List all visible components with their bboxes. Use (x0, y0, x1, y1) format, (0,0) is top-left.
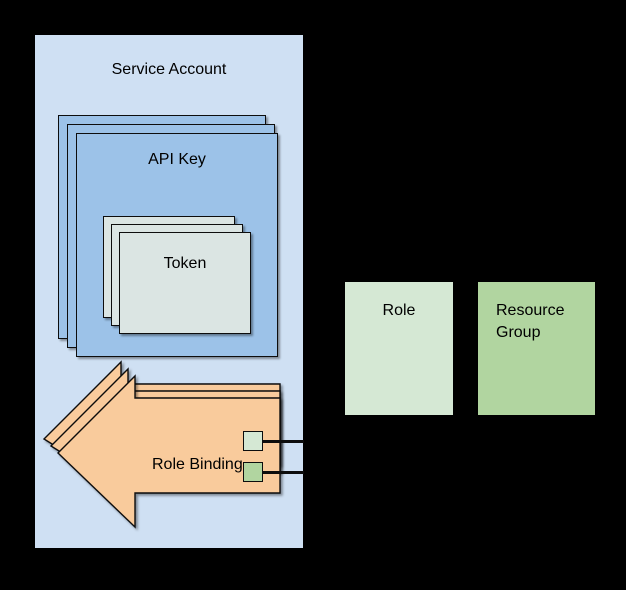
resource-group-box[interactable]: Resource Group (478, 282, 595, 415)
role-box[interactable]: Role (345, 282, 453, 415)
resource-group-label-line-2: Group (496, 324, 541, 341)
role-connector-port[interactable] (243, 431, 263, 451)
resource-group-connector-line (263, 471, 304, 474)
token-card-layer-1[interactable] (119, 232, 251, 334)
role-binding-arrow-layer-1[interactable] (57, 374, 281, 529)
api-key-label: API Key (148, 151, 206, 168)
role-connector-line (263, 440, 304, 443)
role-box-label: Role (382, 302, 416, 319)
service-account-label: Service Account (111, 61, 227, 78)
resource-group-connector-port[interactable] (243, 462, 263, 482)
token-label: Token (163, 255, 207, 272)
role-binding-arrow-group[interactable]: Role Binding (42, 360, 294, 534)
role-binding-label-text: Role Binding (152, 456, 243, 473)
resource-group-label-line-1: Resource (496, 302, 565, 319)
resource-group-box-label: Resource Group (478, 300, 595, 344)
